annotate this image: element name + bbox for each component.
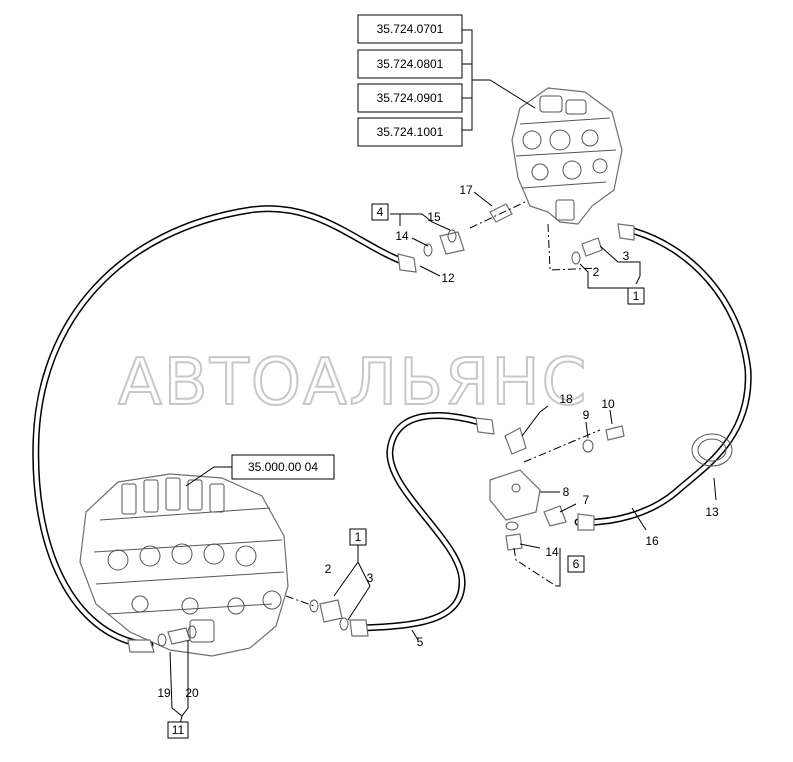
part-callouts: 17 15 14 12 2 3 18 10 9 8 7 14 13 16 2 3…	[157, 183, 719, 700]
group-box-11[interactable]: 11	[167, 721, 189, 739]
control-valve-top	[511, 87, 623, 225]
main-valve-bottom	[79, 473, 289, 657]
ref-box-35-000-00-04[interactable]: 35.000.00 04	[231, 454, 335, 480]
svg-text:35.724.1001: 35.724.1001	[377, 125, 444, 139]
svg-text:6: 6	[573, 557, 580, 571]
part-15: 15	[427, 210, 441, 224]
svg-text:1: 1	[633, 289, 640, 303]
part-10: 10	[601, 397, 615, 411]
part-3-top: 3	[623, 249, 630, 263]
svg-text:11: 11	[172, 723, 185, 737]
group-box-6[interactable]: 6	[567, 555, 585, 573]
ref-box-35-724-0801[interactable]: 35.724.0801	[357, 49, 463, 79]
ref-box-35-724-1001[interactable]: 35.724.1001	[357, 117, 463, 147]
part-13: 13	[705, 505, 719, 519]
group-box-4[interactable]: 4	[371, 203, 389, 221]
part-14-bottom: 14	[545, 545, 559, 559]
watermark: АВТОАЛЬЯНС	[118, 346, 588, 420]
part-5: 5	[417, 635, 424, 649]
svg-text:35.000.00 04: 35.000.00 04	[248, 460, 318, 474]
part-2-bottom: 2	[325, 562, 332, 576]
part-3-bottom: 3	[367, 571, 374, 585]
part-19: 19	[157, 686, 171, 700]
part-8: 8	[563, 485, 570, 499]
fittings	[157, 203, 625, 647]
part-2-top: 2	[593, 265, 600, 279]
leader-lines	[169, 29, 717, 725]
ref-box-35-724-0901[interactable]: 35.724.0901	[357, 83, 463, 113]
part-16: 16	[645, 534, 659, 548]
hose-5	[349, 412, 495, 637]
part-14-top: 14	[395, 229, 409, 243]
svg-text:35.724.0701: 35.724.0701	[377, 22, 444, 36]
svg-text:35.724.0801: 35.724.0801	[377, 57, 444, 71]
hose-16	[574, 223, 752, 531]
ref-box-35-724-0701[interactable]: 35.724.0701	[357, 14, 463, 44]
part-18: 18	[559, 392, 573, 406]
svg-text:4: 4	[377, 205, 384, 219]
group-box-1-bottom[interactable]: 1	[349, 528, 367, 546]
part-9: 9	[583, 408, 590, 422]
svg-text:1: 1	[355, 530, 362, 544]
part-17: 17	[459, 183, 473, 197]
group-box-1-top[interactable]: 1	[627, 287, 645, 305]
part-7: 7	[583, 493, 590, 507]
part-20: 20	[185, 686, 199, 700]
svg-text:35.724.0901: 35.724.0901	[377, 91, 444, 105]
part-12: 12	[441, 271, 455, 285]
hose-long-left	[32, 205, 417, 653]
